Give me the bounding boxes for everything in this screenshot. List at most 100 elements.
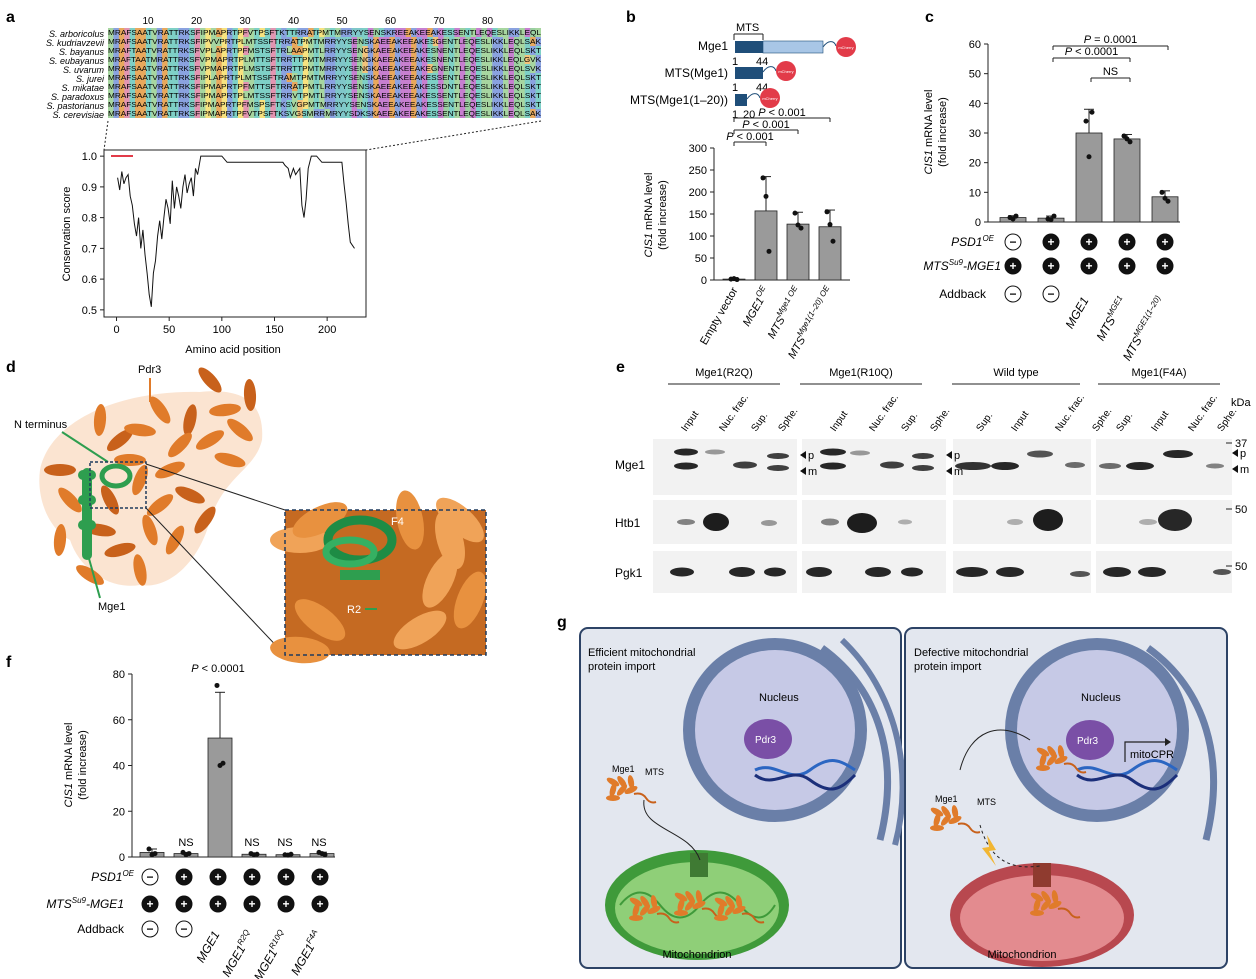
lane-label: Sup. <box>1114 411 1135 434</box>
svg-text:+: + <box>1085 259 1092 273</box>
blot-band <box>705 449 725 455</box>
data-point <box>214 682 220 688</box>
pvalue-label: NS <box>1103 66 1118 78</box>
band-label: p <box>808 450 814 462</box>
lane-label: Nuc. frac. <box>717 392 751 433</box>
plus-circle <box>243 868 261 886</box>
ytick-label: 200 <box>689 187 707 199</box>
blot-group-label: Mge1(R10Q) <box>829 367 893 379</box>
blot-band <box>898 519 912 525</box>
zoom-line-left <box>103 120 109 151</box>
nucleus-label-left: Nucleus <box>759 692 799 704</box>
xtick-label: 200 <box>318 324 336 336</box>
data-point <box>1165 198 1171 204</box>
data-point <box>792 210 798 216</box>
blot-band <box>850 450 870 456</box>
data-point <box>288 851 294 857</box>
lane-label: Sup. <box>899 411 920 434</box>
bar <box>1075 132 1103 223</box>
blot-band <box>677 519 695 525</box>
blot-band <box>880 461 904 469</box>
blot-band <box>1065 462 1085 468</box>
species-name: S. pastorianus <box>46 101 104 111</box>
msa-sequence: MRAFSAATVRATTRKSFIPMAPRTPFVTPSFTKTTRRATP… <box>108 28 541 37</box>
minus-circle <box>1042 285 1060 303</box>
svg-text:+: + <box>146 897 153 911</box>
species-name: S. paradoxus <box>51 92 105 102</box>
blot-band <box>703 513 729 531</box>
row-label-mts: MTSSu9-MGE1 <box>46 896 124 911</box>
data-point <box>795 222 801 228</box>
ytick-label: 150 <box>689 209 707 221</box>
msa-sequence: MRAFSAATVRATTRKSFIPMAPRTPFMSPSFTKSVGPMTM… <box>108 100 542 109</box>
ruler-tick: 40 <box>288 16 300 27</box>
conservation-plot-frame <box>103 149 367 318</box>
ruler-tick: 80 <box>482 16 494 27</box>
kda-marker: 37 <box>1235 438 1247 450</box>
svg-text:+: + <box>316 897 323 911</box>
data-point <box>1089 109 1095 115</box>
genotype-table-f: PSD1OEMTSSu9-MGE1Addback−+++++++++++−−MG… <box>46 868 329 979</box>
conservation-line <box>117 155 355 307</box>
svg-text:mCherry: mCherry <box>762 96 777 101</box>
species-name: S. kudriavzevii <box>46 38 105 48</box>
svg-text:+: + <box>1047 235 1054 249</box>
label-r2: R2 <box>347 604 361 616</box>
lane-label: Sphe. <box>928 406 952 434</box>
blot-band <box>1070 571 1090 577</box>
band-label: m <box>954 466 963 478</box>
ytick-label: 80 <box>113 669 125 681</box>
panel-label-c: c <box>925 9 934 26</box>
label-pdr3: Pdr3 <box>138 364 161 376</box>
blot-band <box>729 567 755 577</box>
blot-band <box>1103 567 1131 577</box>
lane-label: Nuc. frac. <box>867 392 901 433</box>
nucleus-label-right: Nucleus <box>1081 692 1121 704</box>
blot-band <box>821 518 839 526</box>
panel-label-d: d <box>6 359 16 376</box>
plus-circle <box>311 868 329 886</box>
label-mge1: Mge1 <box>98 601 126 613</box>
blot-band <box>1027 450 1053 458</box>
ytick-label: 50 <box>969 69 981 81</box>
blot-band <box>674 448 698 456</box>
svg-text:+: + <box>1123 259 1130 273</box>
kda-label: kDa <box>1231 397 1251 409</box>
svg-text:MGE1F4A: MGE1F4A <box>287 928 324 978</box>
conservation-xlabel: Amino acid position <box>185 344 280 356</box>
plus-circle <box>141 895 159 913</box>
lane-label: Input <box>828 409 850 434</box>
chart-f-ylabel: CIS1 mRNA level <box>63 723 75 808</box>
data-point <box>186 851 192 857</box>
blot-band <box>1206 463 1224 469</box>
blot-row-label: Pgk1 <box>615 566 643 580</box>
zoom-inset: F4 R2 <box>270 490 487 664</box>
svg-text:MTS: MTS <box>977 797 996 807</box>
ytick-label: 20 <box>969 158 981 170</box>
xtick-label: 100 <box>213 324 231 336</box>
msa-sequence: MRAFTAATMRATTRKSFVPMAPRTPLMTTSFTRRTTPMTM… <box>108 55 541 64</box>
model-left: Nucleus Pdr3 Mitochondrion Mge1 MTS Effi… <box>579 627 906 969</box>
data-point <box>827 222 833 228</box>
bar <box>1113 138 1141 223</box>
species-name: S. arboricolus <box>49 29 105 39</box>
plus-circle <box>1042 257 1060 275</box>
minus-circle <box>141 868 159 886</box>
panel-label-a: a <box>6 9 15 26</box>
msa-sequence: MRAFSAATVRATTRKSFIPLAPRTPLMTSSFTRAMTPMTM… <box>108 73 542 82</box>
mito-label-right: Mitochondrion <box>987 949 1056 961</box>
svg-text:−: − <box>180 922 187 936</box>
svg-text:(fold increase): (fold increase) <box>657 180 669 250</box>
right-title-1: Defective mitochondrial <box>914 647 1028 659</box>
blot-group-label: Wild type <box>993 367 1038 379</box>
kda-marker: 50 <box>1235 561 1247 573</box>
blot-band <box>820 448 846 456</box>
annotation-label: NS <box>178 837 193 849</box>
svg-text:−: − <box>1009 287 1016 301</box>
row-label-psd1: PSD1OE <box>91 869 135 884</box>
svg-text:MGE1: MGE1 <box>193 929 222 965</box>
svg-text:+: + <box>1161 259 1168 273</box>
